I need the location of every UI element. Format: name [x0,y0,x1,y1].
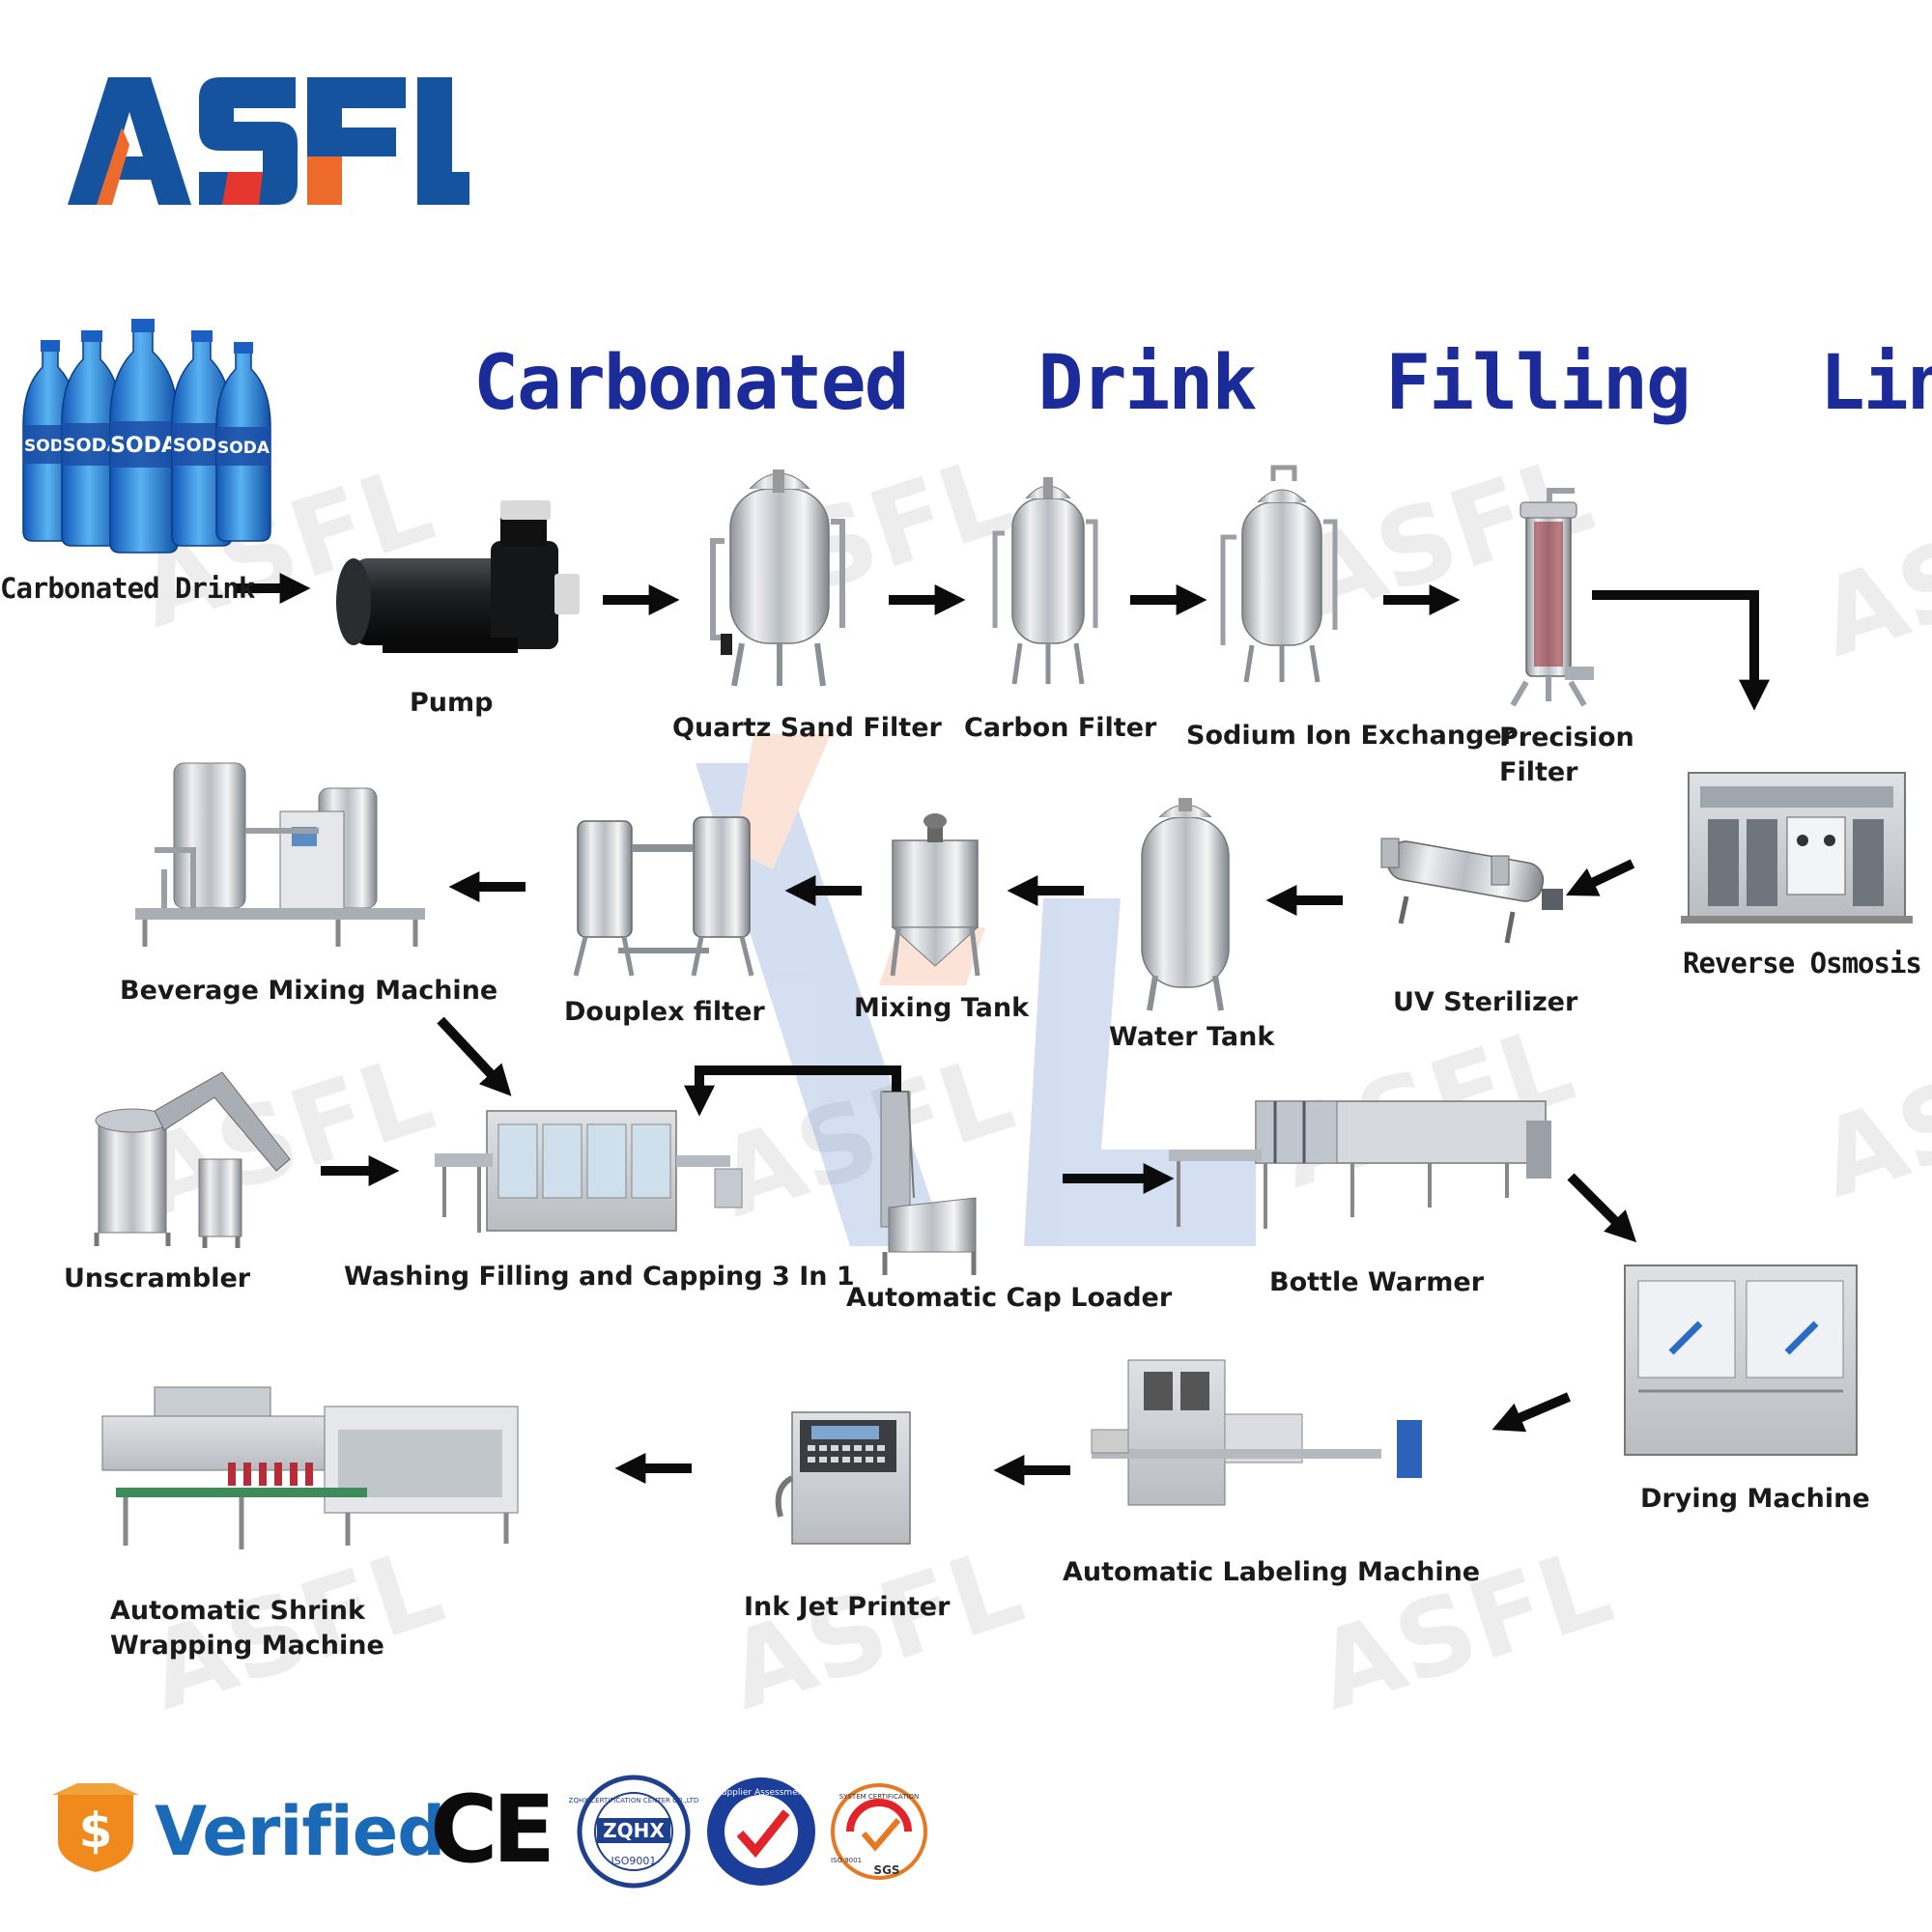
verified-label: Verified [155,1792,445,1871]
mixing-tank-image [890,813,980,977]
stage-label-quartz-sand-filter: Quartz Sand Filter [672,713,942,743]
sodium-ion-exchanger-image [1220,465,1338,683]
verified-label-text: Verified [155,1792,445,1871]
watermark: ASFL [124,1031,446,1240]
automatic-shrink-wrapping-machine-image [101,1386,519,1549]
svg-text:$: $ [79,1803,113,1859]
stage-label-uv-sterilizer: UV Sterilizer [1393,987,1578,1017]
flow-arrows [234,572,1771,1487]
stage-label-automatic-cap-loader: Automatic Cap Loader [846,1283,1173,1313]
carbon-filter-image [992,477,1098,685]
automatic-cap-loader-image [880,1091,977,1275]
washing-filling-capping-image [435,1110,743,1233]
watermark: ASFL [713,1523,1036,1733]
svg-text:SODA: SODA [63,435,122,456]
bottle-warmer-image [1169,1100,1551,1229]
stage-label-carbon-filter: Carbon Filter [964,713,1157,743]
supplier-assessment-seal: Supplier Assessment [707,1777,815,1886]
water-tank-image [1141,798,1230,1011]
arrow-caploader-to-filler [683,1065,901,1117]
stage-label-unscrambler: Unscrambler [64,1264,251,1293]
svg-text:SYSTEM CERTIFICATION: SYSTEM CERTIFICATION [839,1793,919,1801]
stage-label-automatic-labeling-machine: Automatic Labeling Machine [1063,1557,1481,1587]
ce-mark: CE [430,1776,555,1884]
douplex-filter-image [573,816,754,977]
soda-bottles-image: SODA SODA SODA SODA SODA [22,319,271,554]
verified-badge: $ [52,1783,139,1872]
watermark: ASFL [1804,1011,1932,1221]
drying-machine-image [1624,1264,1858,1456]
stage-label-reverse-osmosis: Reverse Osmosis [1683,947,1922,980]
ink-jet-printer-image [775,1411,911,1545]
arrow-ro-to-uv [1565,859,1635,896]
stage-label-sodium-ion-exchanger: Sodium Ion Exchanger [1186,721,1516,751]
svg-text:Supplier Assessment: Supplier Assessment [716,1788,807,1798]
unscrambler-image [94,1071,291,1248]
quartz-sand-filter-image [710,469,845,687]
arrow-beverage-to-filler [437,1016,512,1096]
stage-label-pump: Pump [410,688,494,718]
pump-image [336,500,580,653]
logo-letter-s [199,77,298,205]
svg-text:ZQHX CERTIFICATION CENTER CO.,: ZQHX CERTIFICATION CENTER CO.,LTD [569,1797,699,1804]
watermark: ASFL [1804,470,1932,680]
stage-label-precision-filter: Precision Filter [1499,723,1634,788]
automatic-labeling-machine-image [1091,1359,1422,1506]
stage-label-washing-filling-capping: Washing Filling and Capping 3 In 1 [344,1262,855,1292]
stage-label-ink-jet-printer: Ink Jet Printer [744,1592,951,1622]
zqhx-seal: ZQHX ISO9001 ZQHX CERTIFICATION CENTER C… [569,1775,699,1889]
svg-text:SODA: SODA [110,434,178,458]
arrow-warmer-to-drying [1567,1173,1637,1243]
asfl-logo [68,77,469,205]
svg-text:SGS: SGS [873,1863,899,1877]
stage-label-bottle-warmer: Bottle Warmer [1269,1267,1485,1297]
stage-label-beverage-mixing-machine: Beverage Mixing Machine [120,976,498,1006]
arrow-drying-to-labeling [1492,1392,1571,1433]
product-label: Carbonated Drink [0,572,255,605]
stage-label-automatic-shrink-wrapping-machine: Automatic Shrink Wrapping Machine [110,1596,384,1662]
page-title: Carbonated Drink Filling Line [473,340,1932,427]
sgs-seal: SGS SYSTEM CERTIFICATION ISO 9001 [831,1783,927,1880]
stage-label-drying-machine: Drying Machine [1640,1484,1870,1514]
precision-filter-image [1510,488,1594,707]
arrow-precision-to-ro [1592,590,1771,711]
svg-text:SODA: SODA [217,439,270,458]
uv-sterilizer-image [1380,838,1563,944]
stage-label-mixing-tank: Mixing Tank [854,993,1030,1023]
logo-letter-a [68,77,191,205]
stage-label-douplex-filter: Douplex filter [564,997,765,1027]
reverse-osmosis-image [1681,772,1913,923]
beverage-mixing-machine-image [135,762,425,947]
svg-text:ZQHX: ZQHX [603,1819,665,1842]
svg-text:ISO 9001: ISO 9001 [831,1857,862,1864]
svg-text:ISO9001: ISO9001 [611,1855,657,1867]
stage-label-water-tank: Water Tank [1109,1022,1275,1052]
